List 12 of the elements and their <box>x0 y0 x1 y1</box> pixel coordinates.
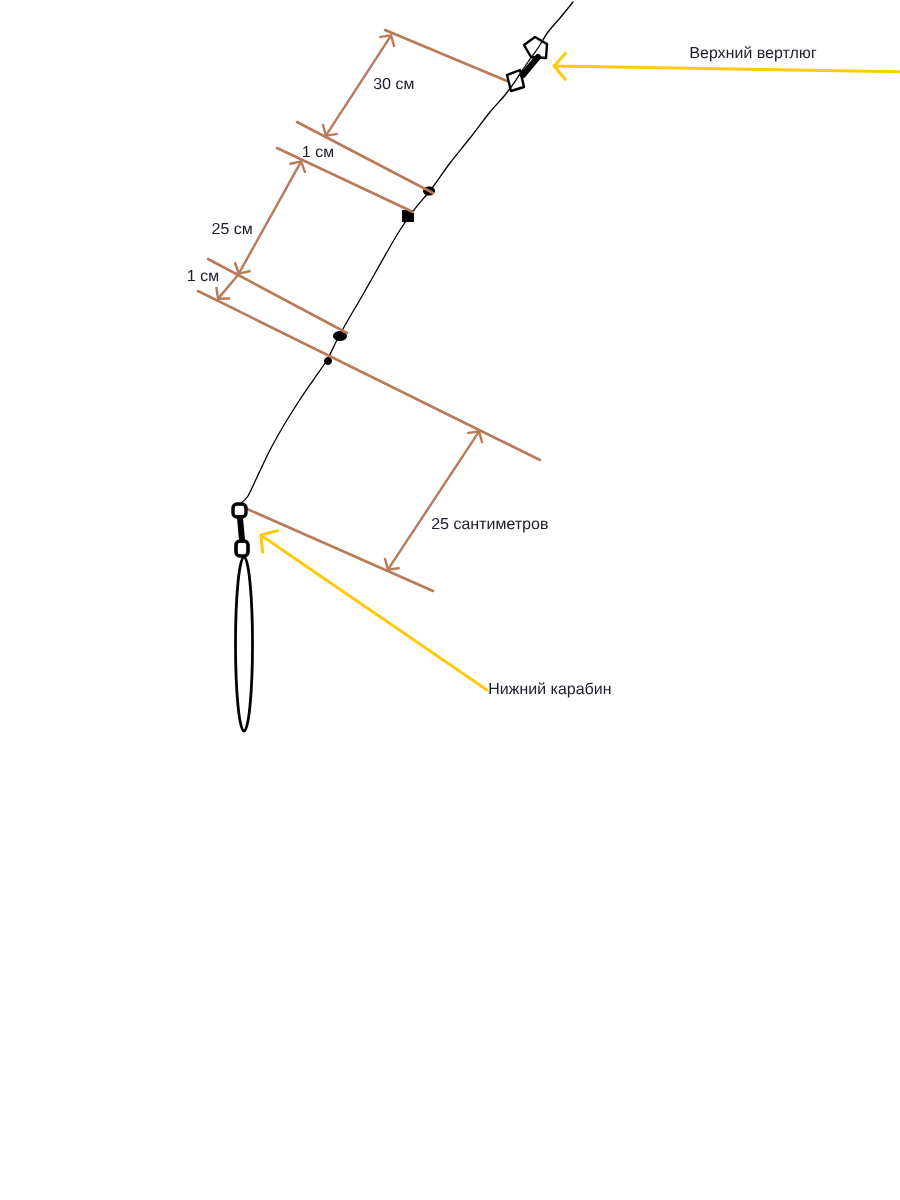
carabiner <box>231 502 250 558</box>
dimension-label: 30 см <box>373 77 414 90</box>
dimension-label: 1 см <box>303 146 334 158</box>
swivel <box>505 35 549 93</box>
dimension-label: 1 см <box>188 270 219 282</box>
dimension-label: 25 сантиметров <box>432 517 548 533</box>
sinker <box>234 555 254 733</box>
callout-text: Верхний вертлюг <box>690 46 817 62</box>
leader-line <box>552 51 900 82</box>
callout-text: Нижний карабин <box>489 682 611 698</box>
dimension-label: 25 см <box>212 222 252 235</box>
leader-line <box>259 528 489 692</box>
